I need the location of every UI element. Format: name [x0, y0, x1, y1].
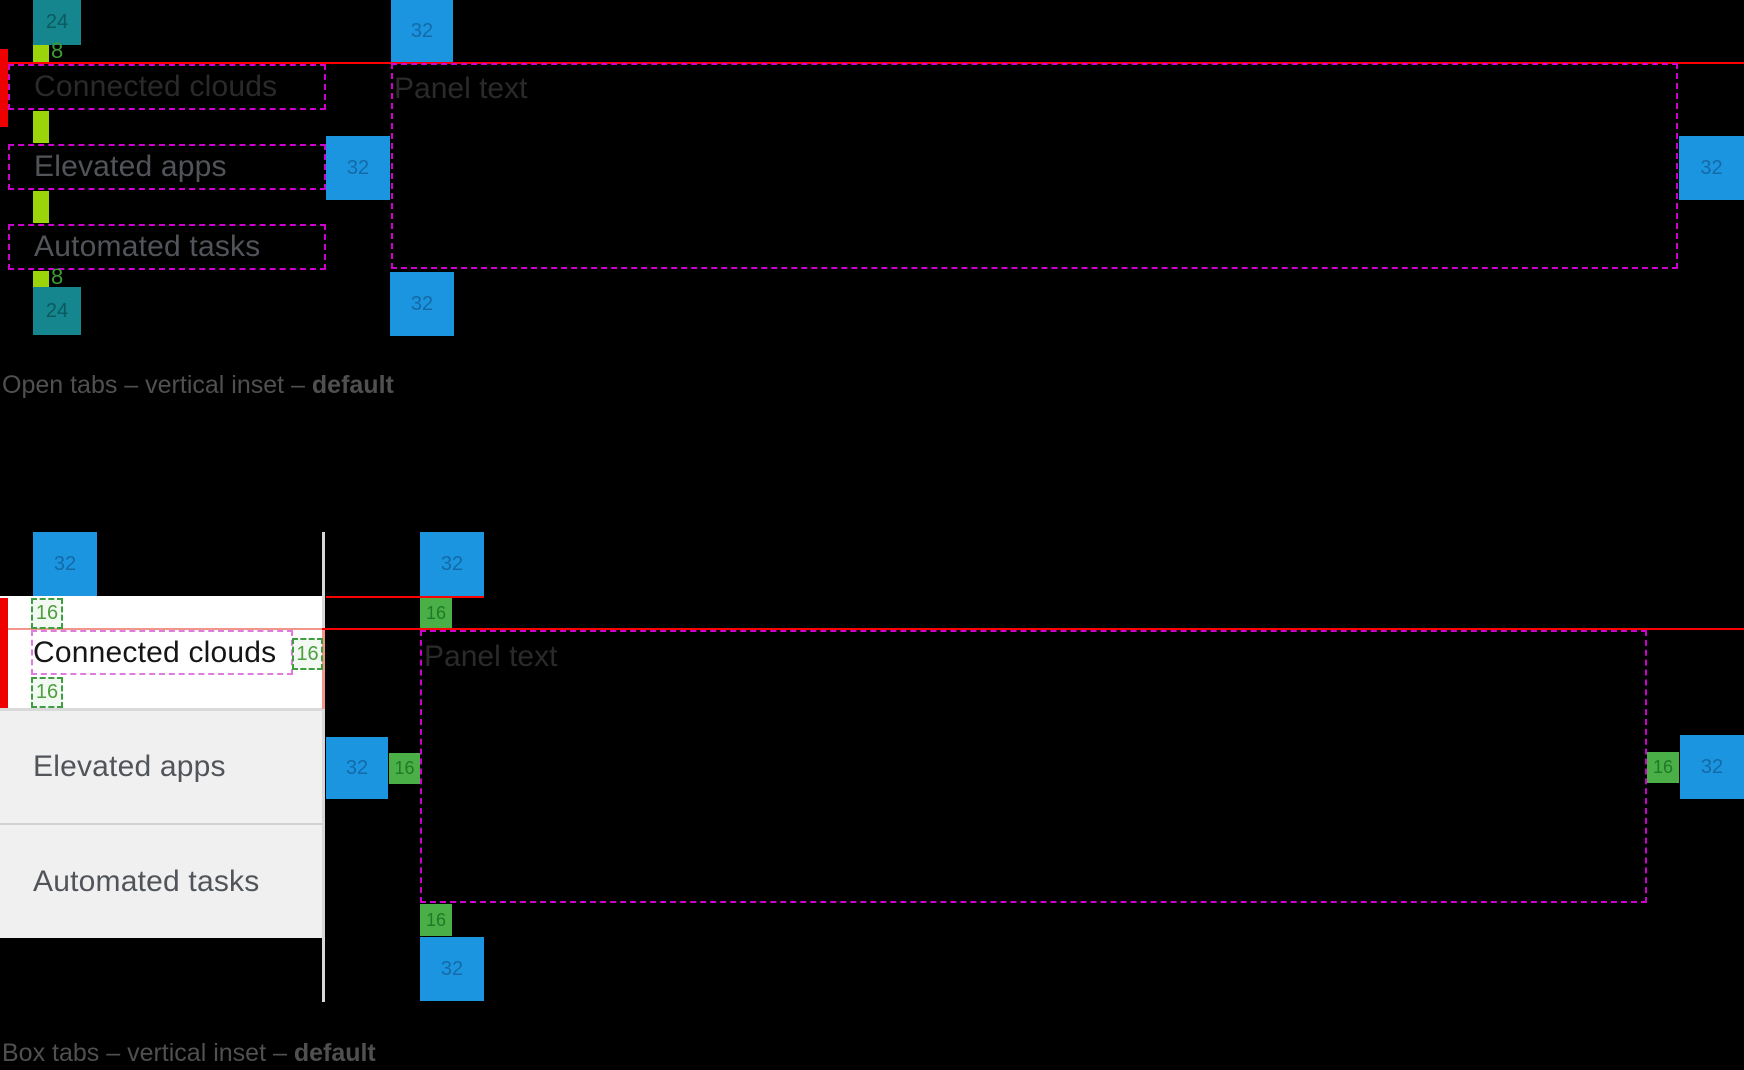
tabs-panel-divider [322, 532, 325, 1002]
tab-automated-tasks[interactable]: Automated tasks [34, 230, 261, 263]
caption-open-prefix: Open tabs – vertical inset – [2, 371, 312, 399]
spacer-24-square: 24 [33, 0, 81, 45]
spacer-8x2-square [33, 191, 49, 223]
inset-16-box: 16 [31, 677, 63, 708]
divider-overlay-segment [322, 630, 325, 709]
spacer-32-square: 32 [420, 937, 484, 1001]
spacer-16-square: 16 [1647, 752, 1679, 783]
spacer-16-square: 16 [420, 598, 452, 628]
text-baseline-redline-over-white [0, 628, 322, 630]
spacer-32-square: 32 [390, 272, 454, 336]
tab-bbox-elevated-apps[interactable] [8, 144, 326, 190]
caption-open-tabs: Open tabs – vertical inset – default [2, 371, 394, 400]
spacer-16-square: 16 [420, 904, 452, 936]
caption-box-tabs: Box tabs – vertical inset – default [2, 1039, 376, 1068]
spacer-24-square: 24 [33, 287, 81, 335]
spacer-32-square: 32 [326, 737, 388, 799]
panel-bbox-open [391, 63, 1678, 269]
spacer-8x2-square [33, 111, 49, 143]
spacer-16-square: 16 [389, 753, 420, 784]
caption-box-variant: default [293, 1039, 376, 1067]
spacer-32-square: 32 [391, 0, 453, 62]
spacer-32-square: 32 [420, 532, 484, 596]
spacer-32-square: 32 [33, 532, 97, 596]
panel-text-open: Panel text [394, 72, 528, 105]
panel-text-box: Panel text [424, 640, 558, 673]
tab-elevated-apps[interactable]: Elevated apps [34, 150, 227, 183]
box-divider [0, 708, 322, 711]
spacer-32-square: 32 [1680, 735, 1744, 799]
caption-open-variant: default [311, 371, 394, 399]
tab-connected-clouds[interactable]: Connected clouds [33, 635, 277, 669]
spacer-32-square: 32 [326, 136, 390, 200]
tab-bbox-connected-clouds[interactable] [8, 64, 326, 110]
tab-bbox-automated-tasks[interactable] [8, 224, 326, 270]
current-tab-indicator [0, 49, 8, 127]
box-tab-automated-tasks-row[interactable] [0, 825, 322, 938]
panel-bbox-box [420, 630, 1647, 903]
spacer-8-square [33, 45, 49, 62]
spacer-8-value: 8 [51, 38, 64, 63]
text-baseline-redline [322, 628, 1744, 630]
spacer-8-value: 8 [51, 264, 64, 289]
spacer-32-square: 32 [1679, 136, 1744, 200]
inset-16-box: 16 [292, 638, 323, 670]
box-divider [0, 823, 322, 825]
top-align-redline [326, 596, 484, 598]
tab-automated-tasks[interactable]: Automated tasks [33, 864, 260, 898]
tab-connected-clouds[interactable]: Connected clouds [34, 70, 278, 103]
inset-16-box: 16 [31, 598, 63, 629]
spacer-8-square [33, 271, 49, 287]
box-tab-elevated-apps-row[interactable] [0, 711, 322, 823]
current-box-tab-background[interactable] [0, 596, 322, 709]
caption-box-prefix: Box tabs – vertical inset – [2, 1039, 294, 1067]
current-tab-indicator [0, 598, 8, 708]
tab-elevated-apps[interactable]: Elevated apps [33, 750, 226, 783]
